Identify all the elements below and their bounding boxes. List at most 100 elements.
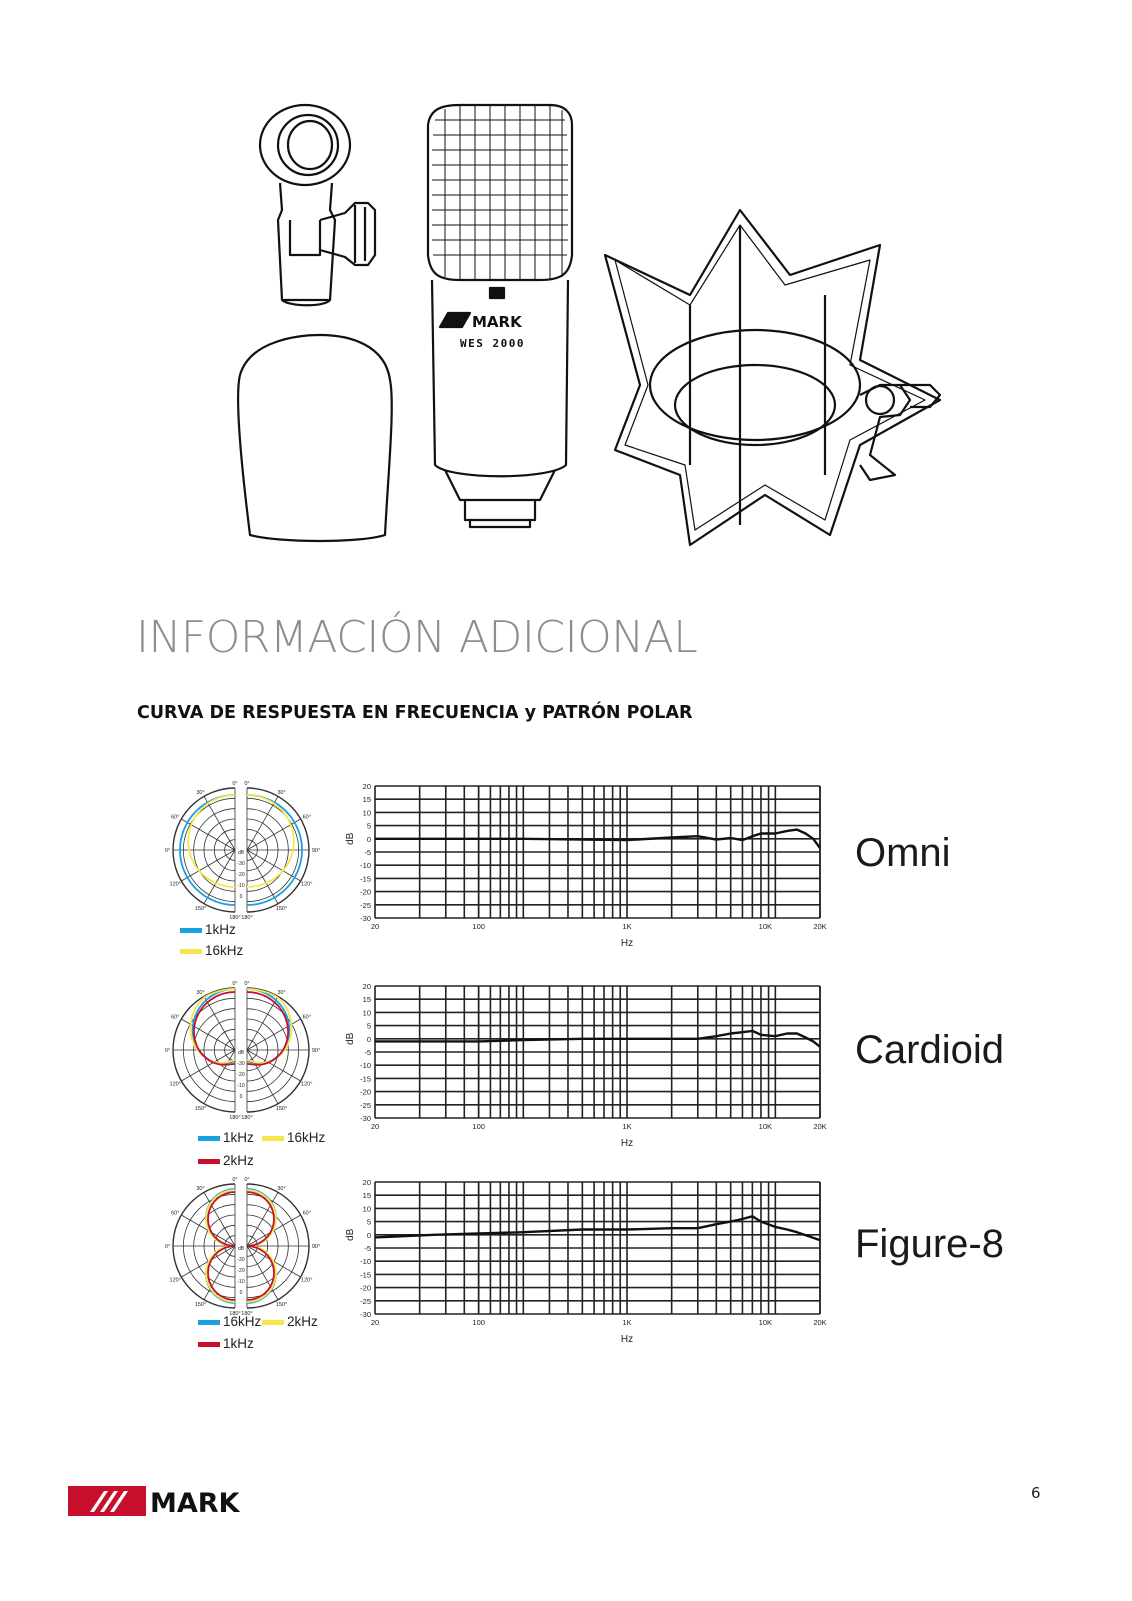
polar-angle-label: 150° [195,906,206,912]
x-tick-label: 10K [759,922,772,931]
x-tick-label: 10K [759,1122,772,1131]
polar-spoke [246,1192,279,1247]
y-tick-label: 20 [363,982,371,991]
polar-spoke [203,1245,236,1300]
polar-angle-label: 0° [232,981,237,987]
polar-half: 0°30°60°90°120°150°180° [165,981,241,1121]
polar-angle-label: 120° [301,882,312,888]
legend-swatch-yellow [262,1319,284,1325]
polar-angle-label: 0° [244,781,249,787]
pattern-label: Figure-8 [855,1222,1004,1266]
polar-spoke [246,1049,279,1104]
legend-swatch-red [198,1158,220,1164]
legend-swatch-blue [198,1135,220,1141]
shock-mount-drawing [603,208,942,547]
x-axis-label: Hz [621,1138,633,1149]
polar-angle-label: 150° [276,1302,287,1308]
y-tick-label: -30 [360,914,371,923]
polar-angle-label: 120° [301,1278,312,1284]
x-tick-label: 20 [371,1318,379,1327]
y-tick-label: 0 [367,835,371,844]
polar-db-label: -20 [237,872,244,878]
section-subtitle: CURVA DE RESPUESTA EN FRECUENCIA y PATRÓ… [137,703,693,723]
polar-angle-label: 150° [195,1106,206,1112]
legend-text: 16kHz [205,943,244,958]
polar-db-label: 0 [240,1290,243,1296]
x-tick-label: 1K [622,922,631,931]
y-tick-label: 10 [363,1204,371,1213]
legend-item: 2kHz [198,1153,254,1168]
legend-swatch-yellow [262,1135,284,1141]
polar-curve [187,794,236,888]
legend-item: 1kHz [180,922,236,937]
polar-db-label: -30 [237,1061,244,1067]
legend-swatch-red [198,1341,220,1347]
polar-angle-label: 30° [277,1186,285,1192]
legend-text: 16kHz [223,1314,262,1329]
polar-spoke [246,849,301,882]
y-tick-label: 15 [363,1191,371,1200]
y-tick-label: 5 [367,1022,371,1031]
polar-spoke [246,1245,279,1300]
polar-angle-label: 90° [165,1244,170,1250]
polar-db-label: -20 [237,1268,244,1274]
polar-db-label: -10 [237,883,244,889]
y-tick-label: 15 [363,795,371,804]
brand-logo: MARK [68,1486,241,1518]
y-axis-label: dB [345,1032,356,1045]
polar-angle-label: 60° [303,1211,311,1217]
y-tick-label: -20 [360,1088,371,1097]
polar-angle-label: 180° [229,1115,240,1121]
x-tick-label: 1K [622,1318,631,1327]
polar-angle-label: 180° [229,915,240,921]
polar-diagram: 0°30°60°90°120°150°180°0°30°60°90°120°15… [165,781,320,921]
polar-angle-label: 60° [303,815,311,821]
legend-text: 2kHz [287,1314,318,1329]
y-tick-label: -15 [360,1270,371,1279]
legend-text: 1kHz [223,1336,254,1351]
x-tick-label: 20 [371,1122,379,1131]
page-number: 6 [1031,1484,1041,1502]
y-tick-label: -30 [360,1310,371,1319]
y-tick-label: 5 [367,822,371,831]
y-axis-label: dB [345,832,356,845]
polar-db-label: -10 [237,1279,244,1285]
y-tick-label: -5 [364,1048,371,1057]
y-tick-label: -15 [360,1074,371,1083]
polar-db-label: -10 [237,1083,244,1089]
polar-spoke [246,849,279,904]
y-tick-label: 20 [363,1178,371,1187]
polar-spoke [181,849,236,882]
polar-half: 0°30°60°90°120°150°180° [165,1177,241,1317]
polar-db-label: dB [238,850,245,856]
polar-half: 0°30°60°90°120°150°180° [241,1177,320,1317]
chart-grid [374,1181,821,1315]
x-tick-label: 20K [813,1318,826,1327]
x-tick-label: 100 [472,1318,485,1327]
polar-spoke [246,1018,301,1051]
polar-angle-label: 180° [241,1311,252,1317]
polar-angle-label: 30° [277,790,285,796]
polar-angle-label: 60° [171,1211,179,1217]
polar-db-label: 0 [240,1094,243,1100]
polar-angle-label: 120° [170,1278,181,1284]
polar-angle-label: 60° [171,1015,179,1021]
y-tick-label: 0 [367,1231,371,1240]
polar-db-label: -20 [237,1072,244,1078]
y-tick-label: 20 [363,782,371,791]
x-tick-label: 20K [813,922,826,931]
polar-angle-label: 120° [301,1082,312,1088]
legend-item: 16kHz [262,1130,325,1145]
y-tick-label: -5 [364,848,371,857]
x-tick-label: 10K [759,1318,772,1327]
pattern-label: Omni [855,831,951,875]
polar-angle-label: 90° [165,1048,170,1054]
y-axis-label: dB [345,1228,356,1241]
x-axis-label: Hz [621,1334,633,1345]
polar-curve [246,988,293,1064]
legend-item: 1kHz [198,1130,254,1145]
polar-half: 0°30°60°90°120°150°180° [241,981,320,1121]
